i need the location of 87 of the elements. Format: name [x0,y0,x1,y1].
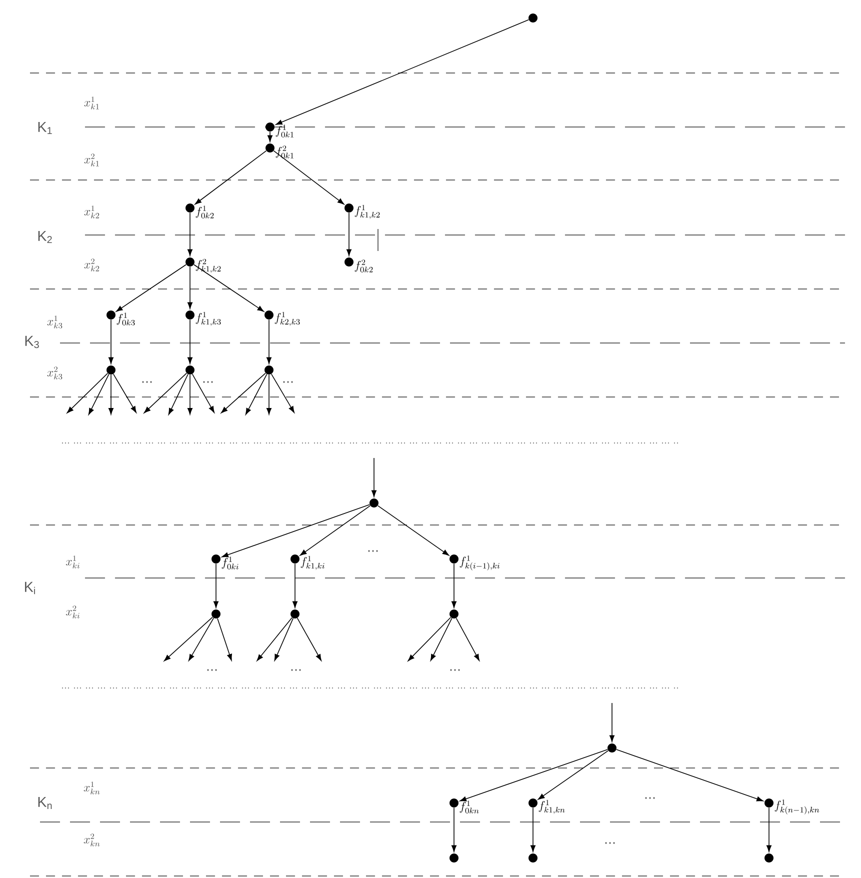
formula-label: $f^{1}_{k1,k3}$ [196,312,221,326]
arrow [530,807,536,852]
level-label: ... [291,669,301,671]
arrow [194,150,267,205]
variable-label: $x^{2}_{k2}$ [84,258,100,272]
arrow [108,374,114,415]
variable-label: $x^{2}_{k1}$ [84,154,99,166]
variable-label: $x^{1}_{k2}$ [84,206,100,218]
arrow [188,212,192,256]
arrow [610,702,614,742]
level-label: K$_{3}$ [25,336,39,348]
arrow [108,319,114,364]
arrow [452,807,456,852]
arrow [222,504,370,558]
arrow [408,616,452,662]
level-label: ... [283,381,293,383]
arrow [217,618,232,661]
arrow [113,374,136,413]
arrow [456,618,480,661]
level-label: ... [207,669,217,671]
arrow [256,617,292,662]
level-label: K$_{1}$ [38,122,52,134]
arrow [346,212,352,256]
level-label: ... [450,669,460,671]
level-label: ... [203,381,213,383]
arrow [296,618,322,661]
arrow [144,372,187,414]
variable-label: $x^{2}_{ki}$ [66,606,80,618]
arrow [88,374,110,415]
arrow [188,618,214,661]
level-label: ... [605,842,615,844]
arrow [245,374,268,415]
variable-label: $x^{1}_{kn}$ [84,782,100,794]
arrow [164,616,213,662]
formula-label: $f^{1}_{k(i-1),ki}$ [460,555,500,570]
level-label: K$_{i}$ [25,582,35,594]
arrow [460,749,608,802]
arrow [268,131,272,142]
formula-label: $f^{1}_{k1,ki}$ [300,556,324,570]
dot [528,14,538,22]
level-label: ... [142,381,152,383]
arrow [220,372,266,414]
formula-label: $f^{1}_{0kn}$ [460,800,479,814]
formula-label: $f^{1}_{0k2}$ [196,206,214,218]
arrow [538,750,609,800]
formula-label: $f^{2}_{k1,k2}$ [196,258,221,273]
arrow [377,505,450,556]
arrow [372,458,376,497]
arrow [292,563,298,608]
formula-label: $f^{1}_{k1,k2}$ [354,204,380,219]
arrow [271,374,294,413]
formula-label: $f^{1}_{0k3}$ [116,312,135,326]
arrow [276,19,530,125]
formula-label: $f^{2}_{0k1}$ [276,146,294,158]
arrow [273,150,344,204]
formula-label: $f^{1}_{k(n-1),kn}$ [774,799,820,814]
variable-label: $x^{1}_{ki}$ [66,556,80,568]
arrow [192,374,215,413]
formula-label: $f^{1}_{0ki}$ [222,556,238,570]
formula-label: $f^{2}_{0k2}$ [354,260,373,272]
level-label: K$_{2}$ [38,230,52,244]
arrow [266,319,272,364]
variable-label: $x^{1}_{k3}$ [47,316,62,328]
arrow [616,749,764,802]
formula-label: $f^{1}_{k1,kn}$ [538,800,565,814]
arrow [274,618,294,661]
arrow [66,372,108,414]
arrow [214,563,218,608]
arrow [116,264,186,312]
arrow [188,374,192,415]
arrow [452,563,456,608]
arrow [168,374,188,415]
arrow [766,807,772,852]
variable-label: $x^{1}_{k1}$ [84,96,99,110]
variable-label: $x^{2}_{kn}$ [84,834,100,846]
arrow [430,618,452,661]
arrow [194,264,264,312]
arrow [266,374,272,415]
level-label: K$_{n}$ [38,796,52,810]
variable-label: $x^{2}_{k3}$ [47,366,62,380]
arrow [188,266,192,309]
arrow [188,319,192,364]
formula-label: $f^{1}_{0k1}$ [276,124,294,138]
arrow [300,505,371,556]
level-label: ... [645,797,655,799]
formula-label: $f^{1}_{k2,k3}$ [274,312,300,326]
level-label: ... [368,550,378,552]
